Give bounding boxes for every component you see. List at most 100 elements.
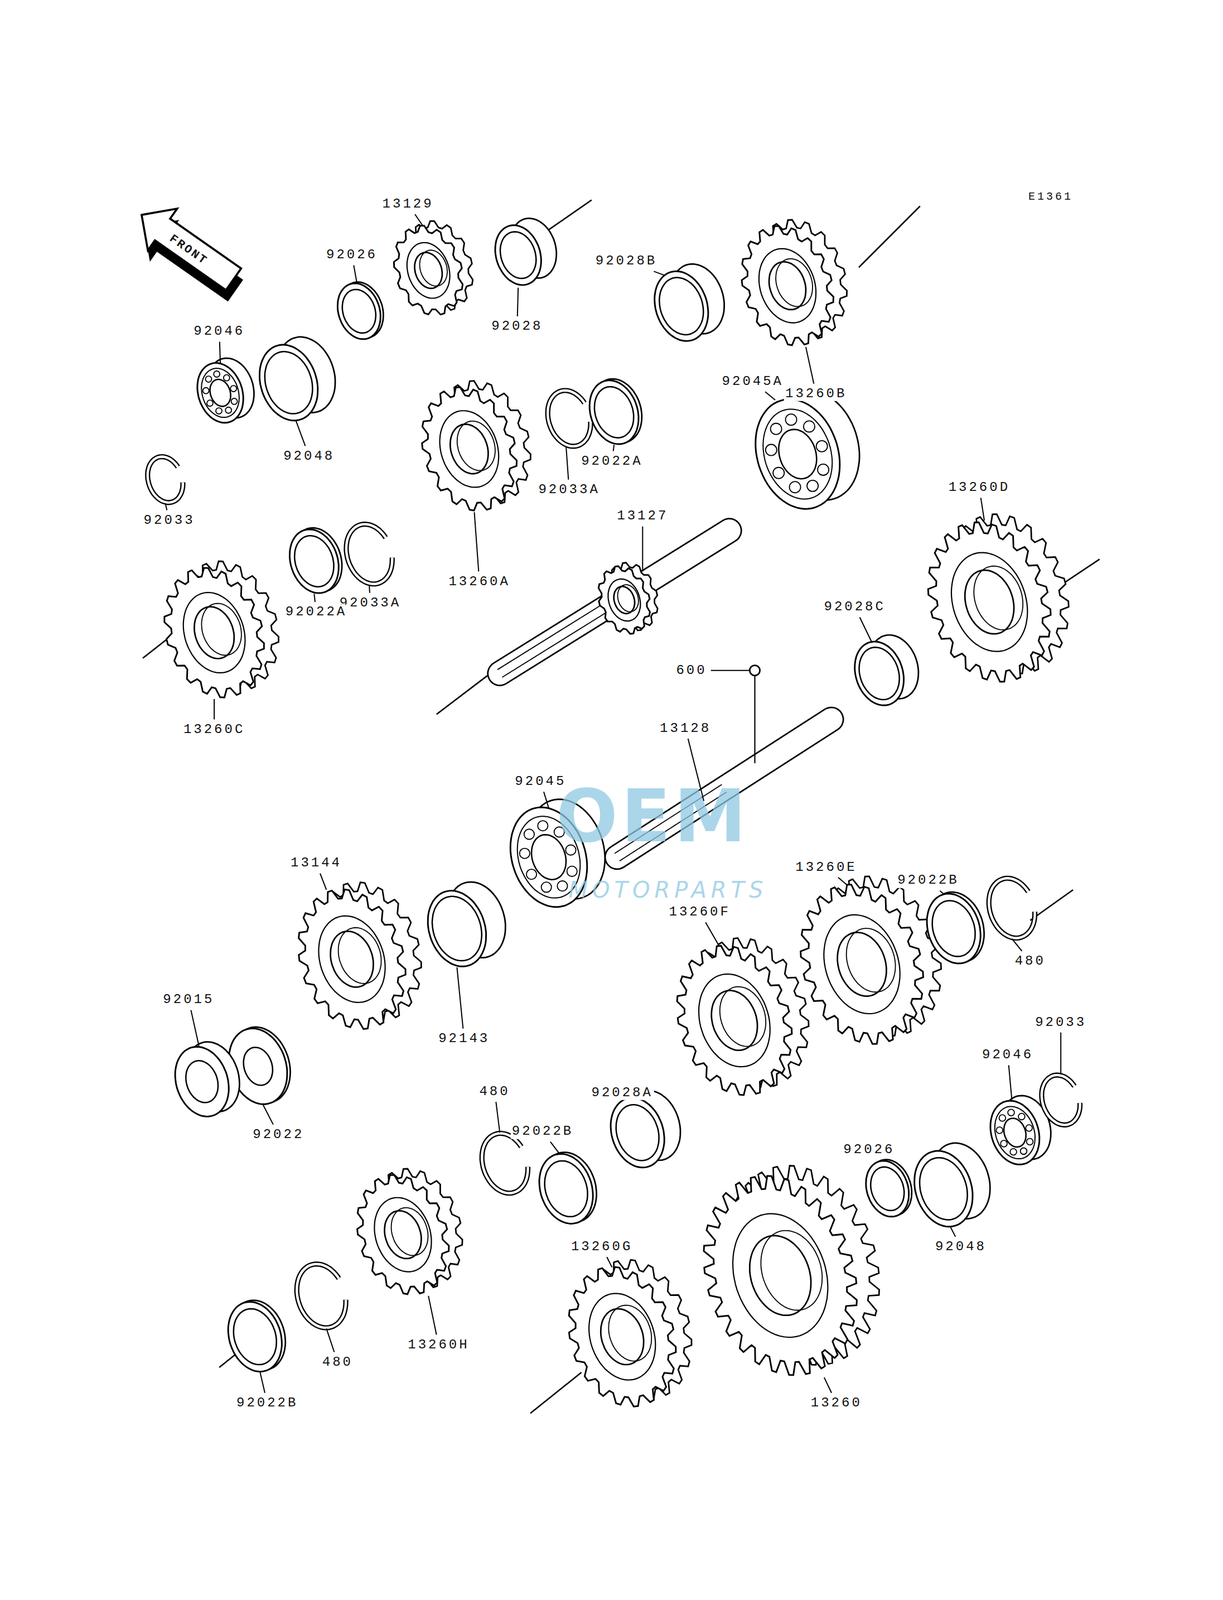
leader-line — [765, 391, 776, 400]
needle-bearing — [1025, 1124, 1033, 1131]
leader-line — [824, 1376, 832, 1393]
ball-bearing — [785, 413, 797, 425]
needle-bearing — [999, 1114, 1007, 1121]
circlip — [481, 1133, 528, 1193]
needle-bearing — [225, 407, 232, 414]
ball-bearing — [789, 481, 801, 493]
leader-line — [838, 877, 847, 885]
ball-bearing — [817, 463, 829, 476]
callout-number: 92033 — [1033, 1014, 1088, 1029]
nut — [185, 1060, 219, 1102]
leader-line — [980, 497, 985, 520]
washer — [932, 900, 976, 957]
shaft-pinion — [617, 584, 638, 612]
circlip — [346, 524, 393, 584]
needle-bearing — [996, 1126, 1003, 1134]
circlip — [346, 524, 393, 584]
washer — [544, 1160, 588, 1217]
washer — [870, 1166, 905, 1211]
gear — [732, 1213, 828, 1337]
leader-line — [368, 584, 371, 593]
callout-number: 13260D — [947, 480, 1012, 495]
ball-bearing — [537, 820, 548, 831]
bushing — [616, 1104, 660, 1160]
bushing — [859, 646, 900, 700]
leader-line — [939, 890, 944, 894]
washer — [866, 1160, 910, 1217]
gear — [588, 1293, 656, 1380]
callout-number: 92048 — [934, 1239, 988, 1254]
ball-bearing — [526, 868, 537, 879]
collar — [427, 890, 486, 967]
gear — [201, 603, 242, 656]
callout-number: 480 — [1013, 953, 1047, 969]
callout-number: 13260F — [667, 904, 732, 920]
callout-number: 92033 — [142, 513, 197, 528]
main-shaft — [497, 597, 613, 670]
leader-line — [213, 698, 215, 720]
circlip — [296, 1263, 346, 1328]
gear — [391, 1207, 429, 1256]
callout-number: 92143 — [437, 1031, 491, 1046]
needle-bearing — [223, 374, 230, 381]
bushing — [659, 277, 704, 335]
needle-bearing — [197, 363, 244, 423]
washer — [342, 289, 376, 333]
circlip — [147, 456, 183, 503]
gear — [164, 567, 265, 698]
leader-line — [641, 526, 644, 572]
gear — [759, 248, 816, 323]
gear — [422, 387, 517, 511]
gear — [439, 410, 499, 487]
needle-bearing — [215, 407, 222, 414]
needle-bearing — [231, 398, 238, 405]
callout-number: 13260B — [784, 386, 848, 401]
callout-number: 92028B — [594, 253, 659, 269]
gear — [357, 1174, 449, 1294]
gear — [568, 1266, 676, 1406]
leader-line — [263, 1104, 274, 1125]
ball-bearing — [770, 423, 782, 435]
needle-bearing — [1018, 1113, 1026, 1120]
leader-line — [1060, 1032, 1062, 1075]
callout-number: 92028C — [823, 599, 887, 615]
gear — [608, 1304, 652, 1361]
needle-bearing — [1007, 1108, 1015, 1116]
callout-number: 13260G — [569, 1239, 634, 1254]
washer — [228, 1301, 282, 1372]
bushing — [495, 225, 541, 285]
leader-line — [313, 593, 316, 602]
needle-bearing — [230, 385, 237, 392]
main-shaft — [499, 530, 730, 674]
needle-bearing — [994, 1105, 1036, 1159]
needle-bearing — [1020, 1147, 1028, 1155]
gear — [719, 986, 766, 1047]
collar — [919, 1157, 968, 1220]
needle-bearing — [201, 368, 240, 418]
needle-bearing — [1000, 1139, 1008, 1147]
leader-line — [474, 511, 479, 572]
leader-line — [1011, 938, 1022, 951]
callout-number: 13260H — [406, 1336, 471, 1352]
leader-line — [613, 444, 615, 451]
needle-bearing — [202, 387, 210, 394]
leader-line — [1008, 1064, 1013, 1100]
gear — [927, 521, 1051, 682]
gear — [951, 552, 1028, 652]
needle-bearing — [990, 1100, 1040, 1164]
ball-bearing — [806, 480, 819, 492]
leader-line — [705, 921, 719, 946]
leader-line — [353, 264, 357, 284]
leader-line — [320, 873, 327, 890]
leader-line — [219, 341, 221, 364]
callout-number: 92022A — [284, 604, 348, 620]
sprocket — [298, 888, 406, 1029]
leader-line — [653, 271, 665, 275]
leader-line — [495, 1101, 500, 1133]
needle-bearing — [213, 370, 220, 377]
bushing — [654, 271, 709, 341]
leader-line — [326, 1327, 335, 1352]
leader-line — [606, 1256, 612, 1267]
gear — [800, 884, 924, 1044]
circlip — [1041, 1074, 1081, 1125]
